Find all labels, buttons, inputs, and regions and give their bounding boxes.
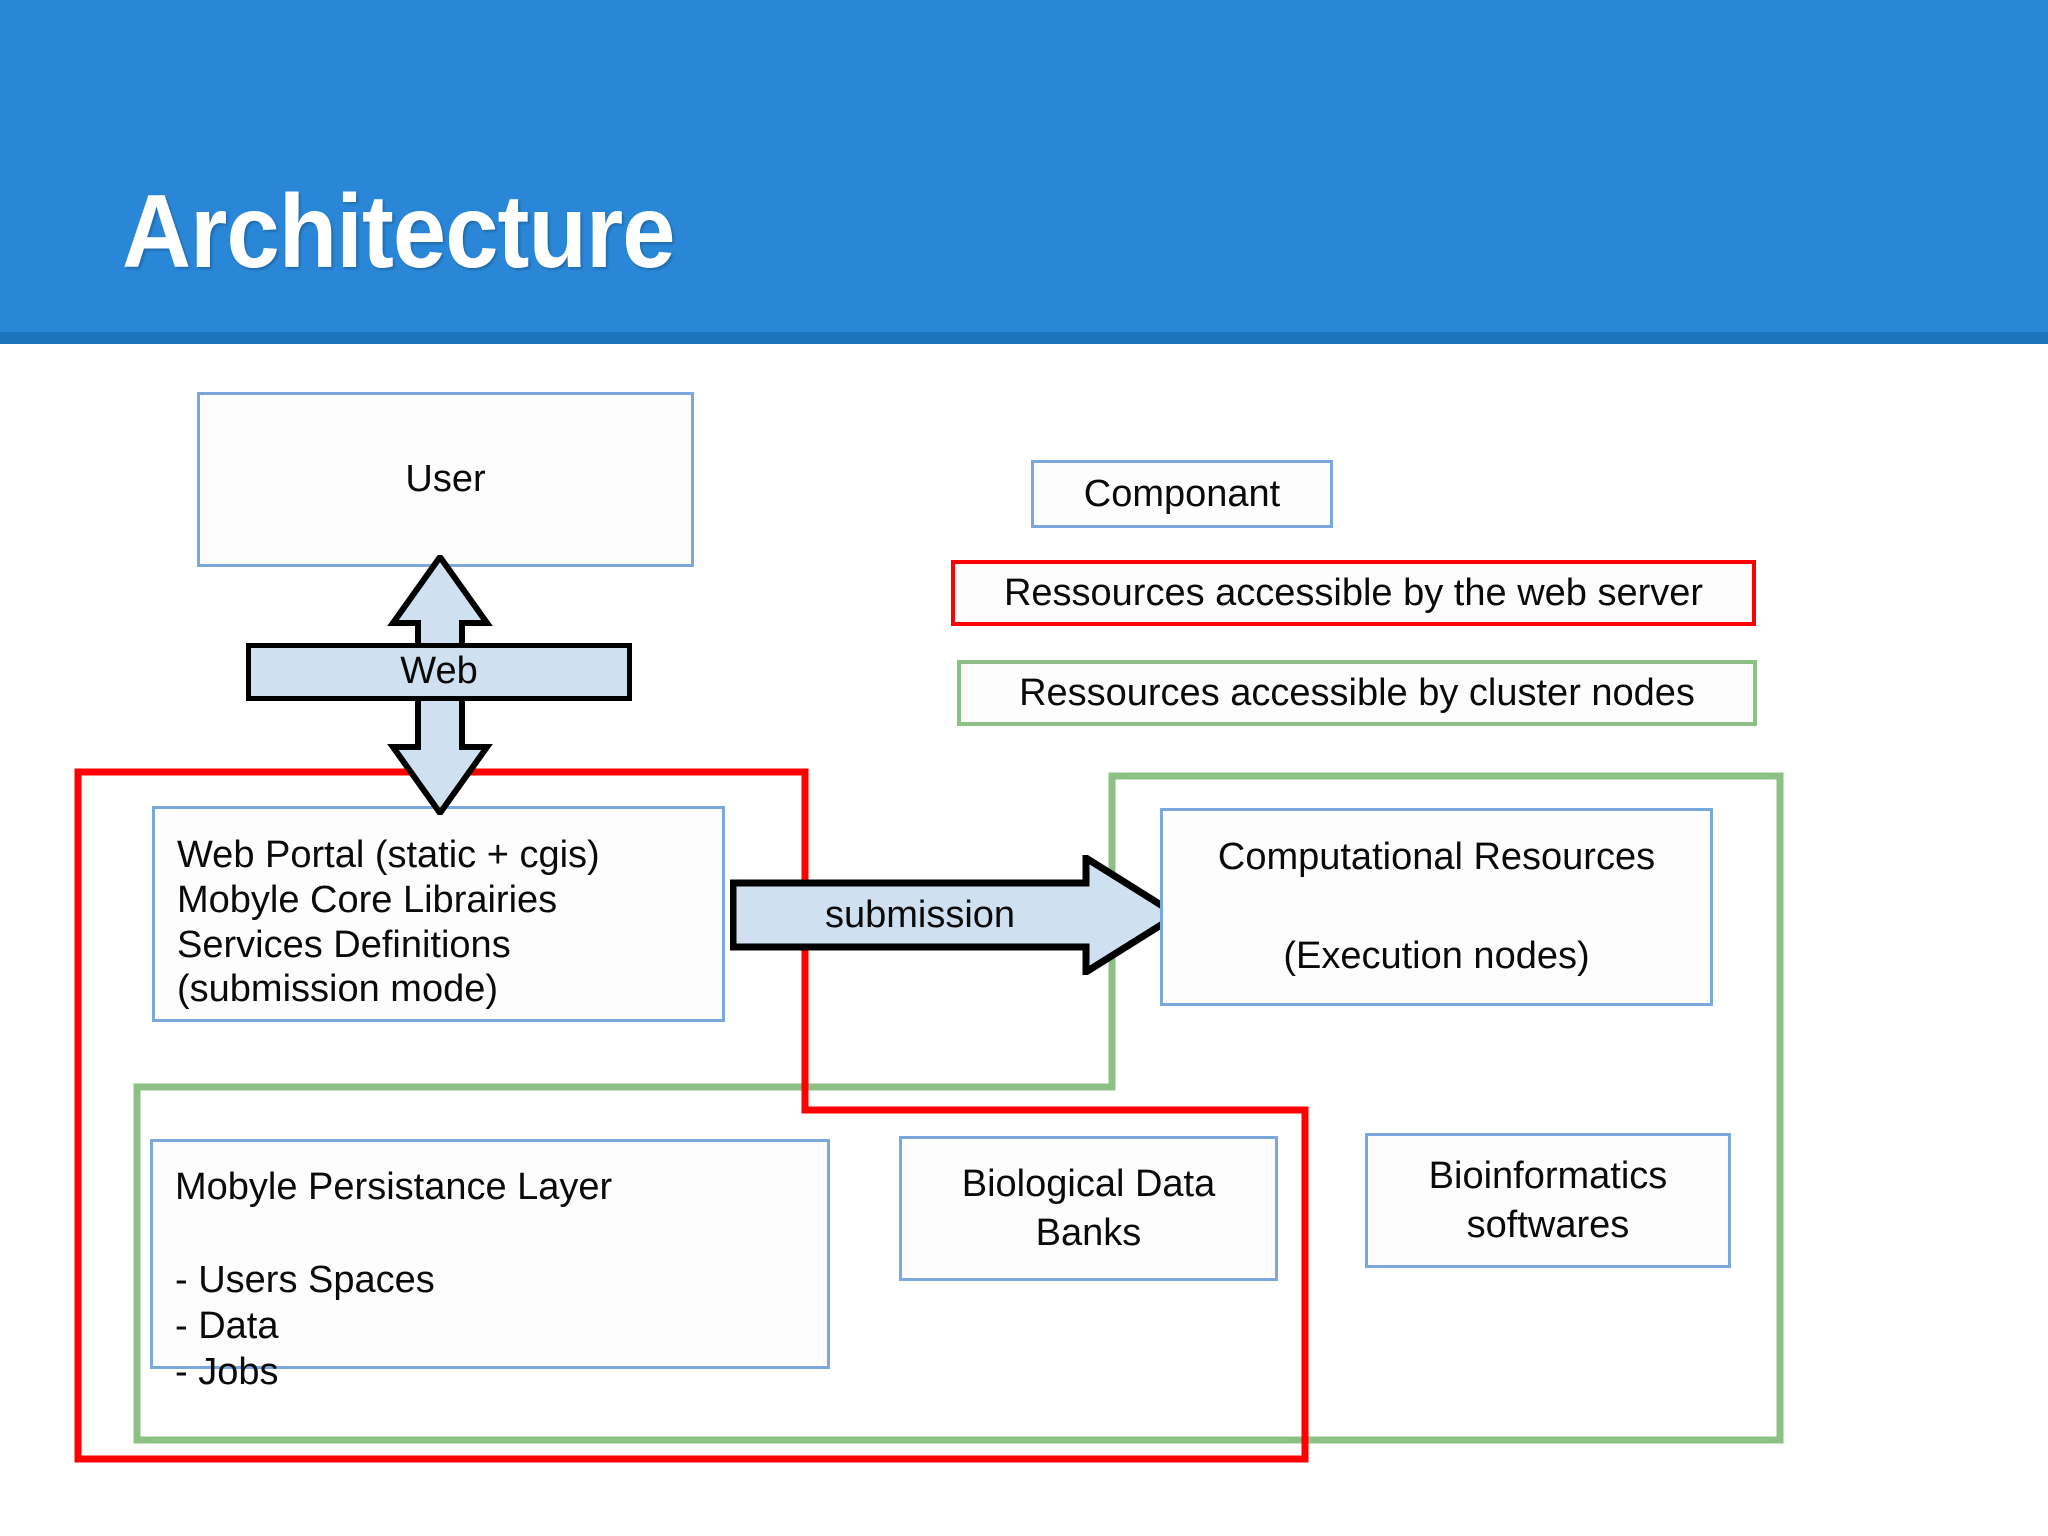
web-portal-box[interactable]: Web Portal (static + cgis) Mobyle Core L…	[152, 806, 725, 1022]
web-connector[interactable]: Web	[240, 555, 640, 815]
legend-cluster-nodes-label: Ressources accessible by cluster nodes	[1019, 671, 1695, 714]
computational-resources-label: Computational Resources (Execution nodes…	[1217, 835, 1656, 977]
slide-header-banner	[0, 0, 2048, 332]
submission-arrow-icon	[730, 855, 1180, 975]
computational-resources-box[interactable]: Computational Resources (Execution nodes…	[1160, 808, 1713, 1006]
user-box[interactable]: User	[197, 392, 694, 567]
web-connector-label: Web	[400, 649, 478, 692]
legend-cluster-nodes-box: Ressources accessible by cluster nodes	[957, 660, 1757, 726]
persistance-layer-box[interactable]: Mobyle Persistance Layer - Users Spaces …	[150, 1139, 830, 1393]
legend-component-label: Componant	[1083, 472, 1281, 515]
legend-component-box: Componant	[1031, 460, 1333, 528]
legend-web-server-label: Ressources accessible by the web server	[1003, 571, 1704, 614]
biological-data-banks-label: Biological Data Banks	[961, 1162, 1216, 1254]
biological-data-banks-box[interactable]: Biological Data Banks	[899, 1136, 1278, 1281]
web-portal-label: Web Portal (static + cgis) Mobyle Core L…	[177, 834, 600, 1011]
web-bar: Web	[246, 643, 632, 701]
submission-connector[interactable]: submission	[730, 855, 1180, 975]
legend-web-server-box: Ressources accessible by the web server	[951, 560, 1756, 626]
user-box-label: User	[405, 458, 486, 501]
bioinformatics-softwares-box[interactable]: Bioinformatics softwares	[1365, 1133, 1731, 1268]
page-title: Architecture	[122, 174, 675, 290]
slide-header-underline	[0, 332, 2048, 344]
persistance-layer-label: Mobyle Persistance Layer - Users Spaces …	[175, 1166, 613, 1394]
bioinformatics-softwares-label: Bioinformatics softwares	[1428, 1154, 1668, 1246]
